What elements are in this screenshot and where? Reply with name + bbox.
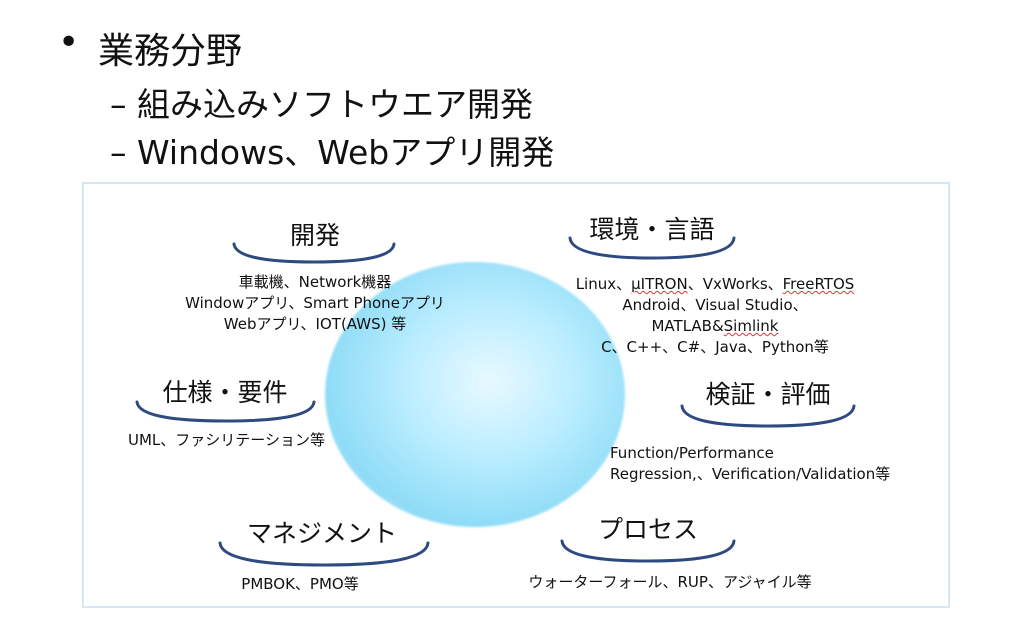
t: μITRON [631, 275, 688, 293]
arc-dev [232, 242, 396, 264]
text-line: Webアプリ、IOT(AWS) 等 [223, 315, 407, 333]
main-bullet-text: 業務分野 [98, 31, 243, 72]
t: FreeRTOS [782, 275, 855, 293]
arc-spec [135, 400, 316, 423]
heading-env: 環境・言語 [589, 215, 715, 244]
t: Linux、 [575, 275, 632, 293]
heading-spec: 仕様・要件 [162, 378, 288, 407]
arc-env [568, 236, 736, 260]
dev-text: 車載機、Network機器 Windowアプリ、Smart Phoneアプリ W… [185, 272, 445, 335]
dash: – [110, 85, 127, 124]
heading-verify: 検証・評価 [705, 380, 831, 409]
text-line: 車載機、Network機器 [238, 273, 392, 291]
sub-bullet-text: Windows、Webアプリ開発 [137, 133, 555, 172]
spec-text: UML、ファシリテーション等 [128, 431, 325, 449]
text-line: C、C++、C#、Java、Python等 [601, 338, 829, 356]
env-text: Linux、μITRON、VxWorks、FreeRTOS Android、Vi… [576, 274, 855, 358]
sub-bullet-text: 組み込みソフトウエア開発 [137, 85, 533, 124]
arc-mgmt [218, 541, 430, 567]
text-line: Windowアプリ、Smart Phoneアプリ [185, 294, 445, 312]
arc-verify [680, 404, 856, 428]
heading-dev: 開発 [289, 221, 341, 250]
globe-glow-image [325, 262, 625, 527]
heading-process: プロセス [597, 515, 699, 544]
t: Simlink [723, 317, 779, 335]
dash: – [110, 133, 127, 172]
bullet-dot: • [58, 22, 80, 63]
process-text: ウォーターフォール、RUP、アジャイル等 [528, 573, 812, 591]
mgmt-text: PMBOK、PMO等 [241, 575, 359, 593]
t: 、VxWorks、 [687, 275, 783, 293]
text-line: Linux、μITRON、VxWorks、FreeRTOS [576, 274, 855, 295]
sub-bullet-2: – Windows、Webアプリ開発 [110, 126, 554, 174]
heading-mgmt: マネジメント [246, 519, 398, 548]
text-line: Android、Visual Studio、 [622, 296, 808, 314]
text-line: MATLAB&Simlink [576, 316, 855, 337]
text-line: Function/Performance [610, 444, 774, 462]
text-line: Regression,、Verification/Validation等 [610, 465, 891, 483]
t: MATLAB& [651, 317, 724, 335]
arc-process [560, 539, 736, 563]
verify-text: Function/Performance Regression,、Verific… [610, 443, 890, 485]
sub-bullet-1: – 組み込みソフトウエア開発 [110, 78, 533, 126]
